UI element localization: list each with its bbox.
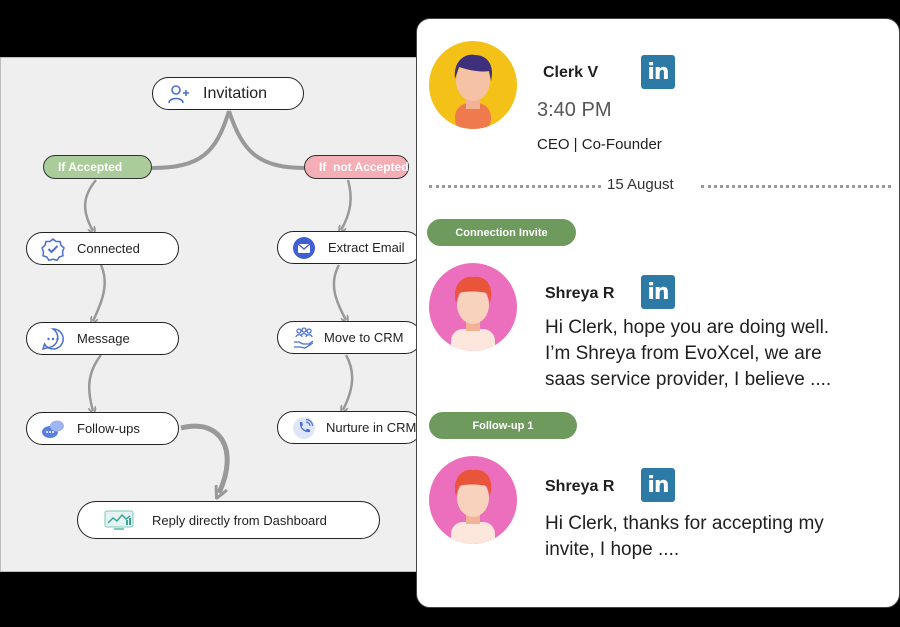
branch-right-curve bbox=[227, 110, 307, 170]
flow-connectors bbox=[83, 110, 354, 573]
arrow-extract-crm bbox=[332, 264, 346, 320]
date-divider: 15 August bbox=[429, 173, 891, 199]
message-line: Hi Clerk, thanks for accepting my bbox=[545, 513, 824, 534]
if-accepted-pill: If Accepted bbox=[43, 155, 152, 179]
invitation-label: Invitation bbox=[203, 84, 268, 102]
message-text: Hi Clerk, hope you are doing well. I’m S… bbox=[545, 315, 875, 393]
if-accepted-label: If Accepted bbox=[58, 160, 123, 174]
reply-dashboard-node: Reply directly from Dashboard bbox=[77, 501, 380, 539]
chat-bubble-icon bbox=[41, 327, 65, 351]
linkedin-icon[interactable]: in bbox=[641, 468, 675, 502]
contact-avatar bbox=[429, 41, 517, 129]
message-label: Message bbox=[77, 331, 130, 346]
nurture-crm-label: Nurture in CRM bbox=[326, 420, 417, 435]
if-not-accepted-label: If not Accepted bbox=[319, 160, 409, 174]
move-to-crm-node: Move to CRM bbox=[277, 321, 422, 354]
sender-avatar bbox=[429, 456, 517, 544]
envelope-icon bbox=[292, 236, 316, 260]
followups-node: Follow-ups bbox=[26, 412, 179, 445]
phone-call-icon bbox=[292, 416, 316, 440]
sender-avatar bbox=[429, 263, 517, 351]
linkedin-icon[interactable]: in bbox=[641, 275, 675, 309]
move-to-crm-label: Move to CRM bbox=[324, 330, 404, 345]
contact-title: CEO | Co-Founder bbox=[537, 136, 662, 153]
divider-line-right bbox=[701, 185, 891, 188]
dashboard-icon bbox=[104, 508, 134, 532]
arrow-crm-nurture bbox=[343, 354, 354, 410]
contact-time: 3:40 PM bbox=[537, 99, 612, 121]
connection-invite-badge: Connection Invite bbox=[427, 219, 576, 246]
people-hand-icon bbox=[292, 326, 316, 350]
arrow-followups-dashboard bbox=[180, 423, 230, 493]
message-line: Hi Clerk, hope you are doing well. bbox=[545, 317, 830, 338]
follow-up-badge: Follow-up 1 bbox=[429, 412, 577, 439]
arrow-message-followups bbox=[87, 354, 102, 411]
connected-node: Connected bbox=[26, 232, 179, 265]
reply-dashboard-label: Reply directly from Dashboard bbox=[152, 512, 327, 528]
add-user-icon bbox=[167, 82, 191, 106]
message-line: saas service provider, I believe .... bbox=[545, 369, 832, 390]
divider-line-left bbox=[429, 185, 601, 188]
sender-name: Shreya R bbox=[545, 478, 615, 495]
date-label: 15 August bbox=[607, 176, 674, 193]
followups-label: Follow-ups bbox=[77, 421, 140, 436]
if-not-accepted-pill: If not Accepted bbox=[304, 155, 409, 179]
message-text: Hi Clerk, thanks for accepting my invite… bbox=[545, 511, 875, 563]
verified-check-icon bbox=[41, 237, 65, 261]
connected-label: Connected bbox=[77, 241, 140, 256]
double-chat-icon bbox=[41, 417, 65, 441]
branch-left-curve bbox=[150, 110, 231, 170]
sender-name: Shreya R bbox=[545, 285, 615, 302]
nurture-crm-node: Nurture in CRM bbox=[277, 411, 422, 444]
message-line: I’m Shreya from EvoXcel, we are bbox=[545, 343, 822, 364]
contact-name: Clerk V bbox=[543, 64, 599, 81]
chat-card: Clerk V in 3:40 PM CEO | Co-Founder 15 A… bbox=[416, 18, 900, 608]
workflow-panel: Invitation If Accepted If not Accepted C… bbox=[0, 57, 422, 573]
message-line: invite, I hope .... bbox=[545, 539, 680, 560]
linkedin-icon[interactable]: in bbox=[641, 55, 675, 89]
extract-email-node: Extract Email bbox=[277, 231, 422, 264]
arrow-notaccepted-extract bbox=[341, 179, 352, 230]
message-node: Message bbox=[26, 322, 179, 355]
invitation-node: Invitation bbox=[152, 77, 304, 110]
arrow-accepted-connected bbox=[83, 179, 97, 231]
extract-email-label: Extract Email bbox=[328, 240, 405, 255]
arrow-connected-message bbox=[93, 264, 106, 321]
